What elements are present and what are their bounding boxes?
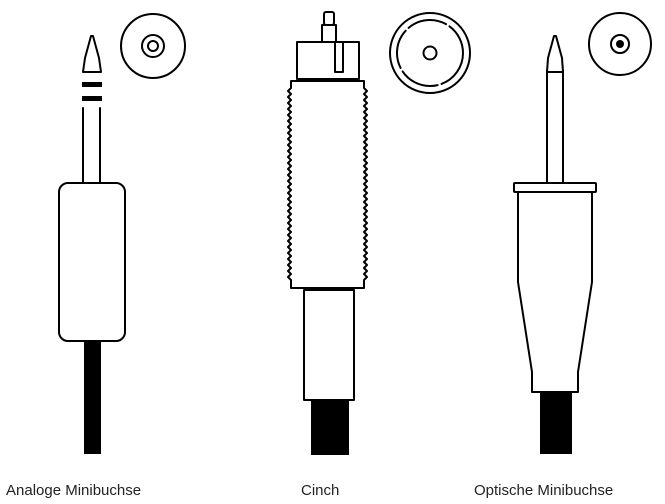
cinch-label: Cinch bbox=[301, 482, 340, 499]
cinch-end-view-icon bbox=[389, 12, 471, 94]
rca-cinch-plug-icon bbox=[287, 11, 471, 455]
optical-end-view-icon bbox=[588, 12, 652, 76]
analog-mini-jack-icon bbox=[58, 13, 186, 454]
analog-end-view-icon bbox=[120, 13, 186, 79]
optical-mini-jack-label: Optische Minibuchse bbox=[474, 482, 614, 499]
analog-mini-jack-label: Analoge Minibuchse bbox=[6, 482, 142, 499]
optical-mini-jack-icon bbox=[513, 12, 652, 454]
